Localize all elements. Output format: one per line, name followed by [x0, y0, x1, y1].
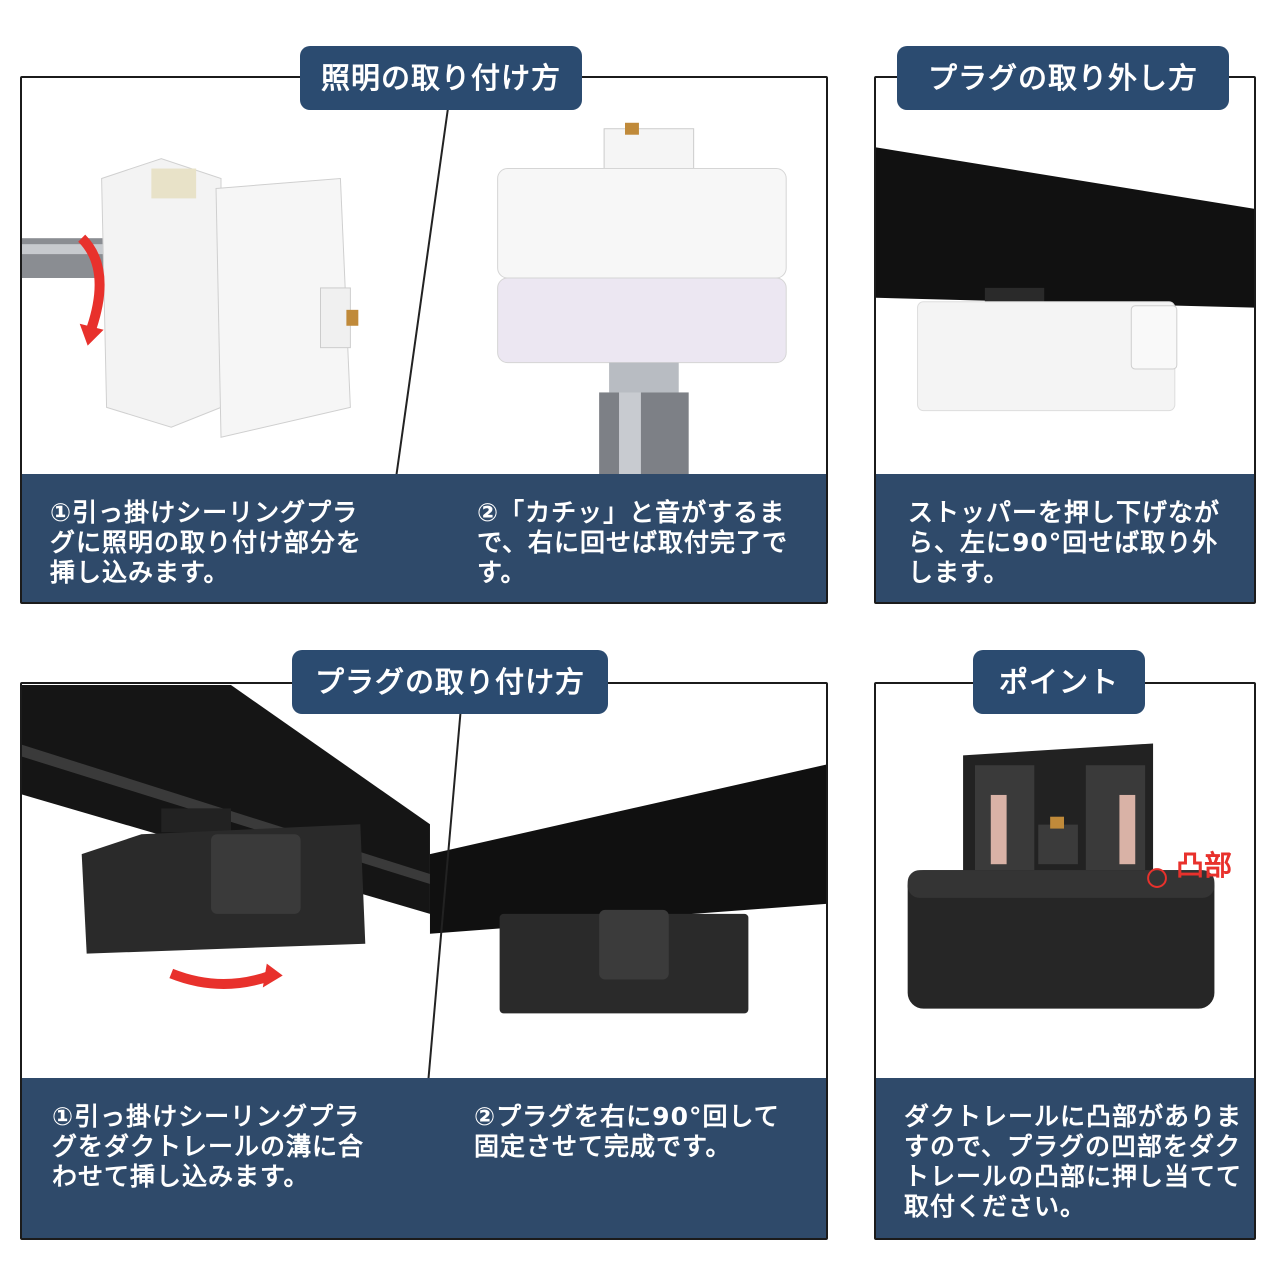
panel-plug-remove: ストッパーを押し下げなが ら、左に90°回せば取り外 します。 [874, 76, 1256, 604]
rail-insert-image [22, 684, 430, 989]
title-plug-remove: プラグの取り外し方 [897, 46, 1229, 110]
adapter-image [497, 122, 787, 478]
plug-install-step1-text: ①引っ掛けシーリングプラ グをダクトレールの溝に合 わせて挿し込みます。 [52, 1102, 365, 1191]
rail-fixed-image [429, 764, 826, 1014]
title-light-install: 照明の取り付け方 [300, 46, 582, 110]
plug-remove-photo [876, 147, 1254, 412]
caption-plug-remove: ストッパーを押し下げなが ら、左に90°回せば取り外 します。 [876, 474, 1254, 602]
point-text: ダクトレールに凸部がありま すので、プラグの凹部をダク トレールの凸部に押し当て… [904, 1102, 1243, 1221]
ceiling-plug-image [22, 158, 359, 438]
light-install-step2-text: ②「カチッ」と音がするま で、右に回せば取付完了で す。 [477, 498, 789, 587]
point-callout-label: 凸部 [1176, 849, 1233, 882]
light-install-photos [22, 122, 787, 478]
title-point: ポイント [973, 650, 1145, 714]
plug-install-photos [22, 684, 826, 1014]
plug-remove-text: ストッパーを押し下げなが ら、左に90°回せば取り外 します。 [908, 498, 1221, 587]
panel-plug-install: ①引っ掛けシーリングプラ グをダクトレールの溝に合 わせて挿し込みます。 ②プラ… [20, 682, 828, 1240]
point-photo [907, 743, 1215, 1009]
caption-plug-install: ①引っ掛けシーリングプラ グをダクトレールの溝に合 わせて挿し込みます。 ②プラ… [22, 1078, 826, 1238]
panel-point: 凸部 ダクトレールに凸部がありま すので、プラグの凹部をダク トレールの凸部に押… [874, 682, 1256, 1240]
panel-light-install: ①引っ掛けシーリングプラ グに照明の取り付け部分を 挿し込みます。 ②「カチッ」… [20, 76, 828, 604]
title-plug-install: プラグの取り付け方 [292, 650, 608, 714]
caption-light-install: ①引っ掛けシーリングプラ グに照明の取り付け部分を 挿し込みます。 ②「カチッ」… [22, 474, 826, 602]
caption-point: ダクトレールに凸部がありま すので、プラグの凹部をダク トレールの凸部に押し当て… [876, 1078, 1254, 1238]
plug-install-step2-text: ②プラグを右に90°回して 固定させて完成です。 [474, 1102, 780, 1161]
light-install-step1-text: ①引っ掛けシーリングプラ グに照明の取り付け部分を 挿し込みます。 [50, 498, 363, 587]
